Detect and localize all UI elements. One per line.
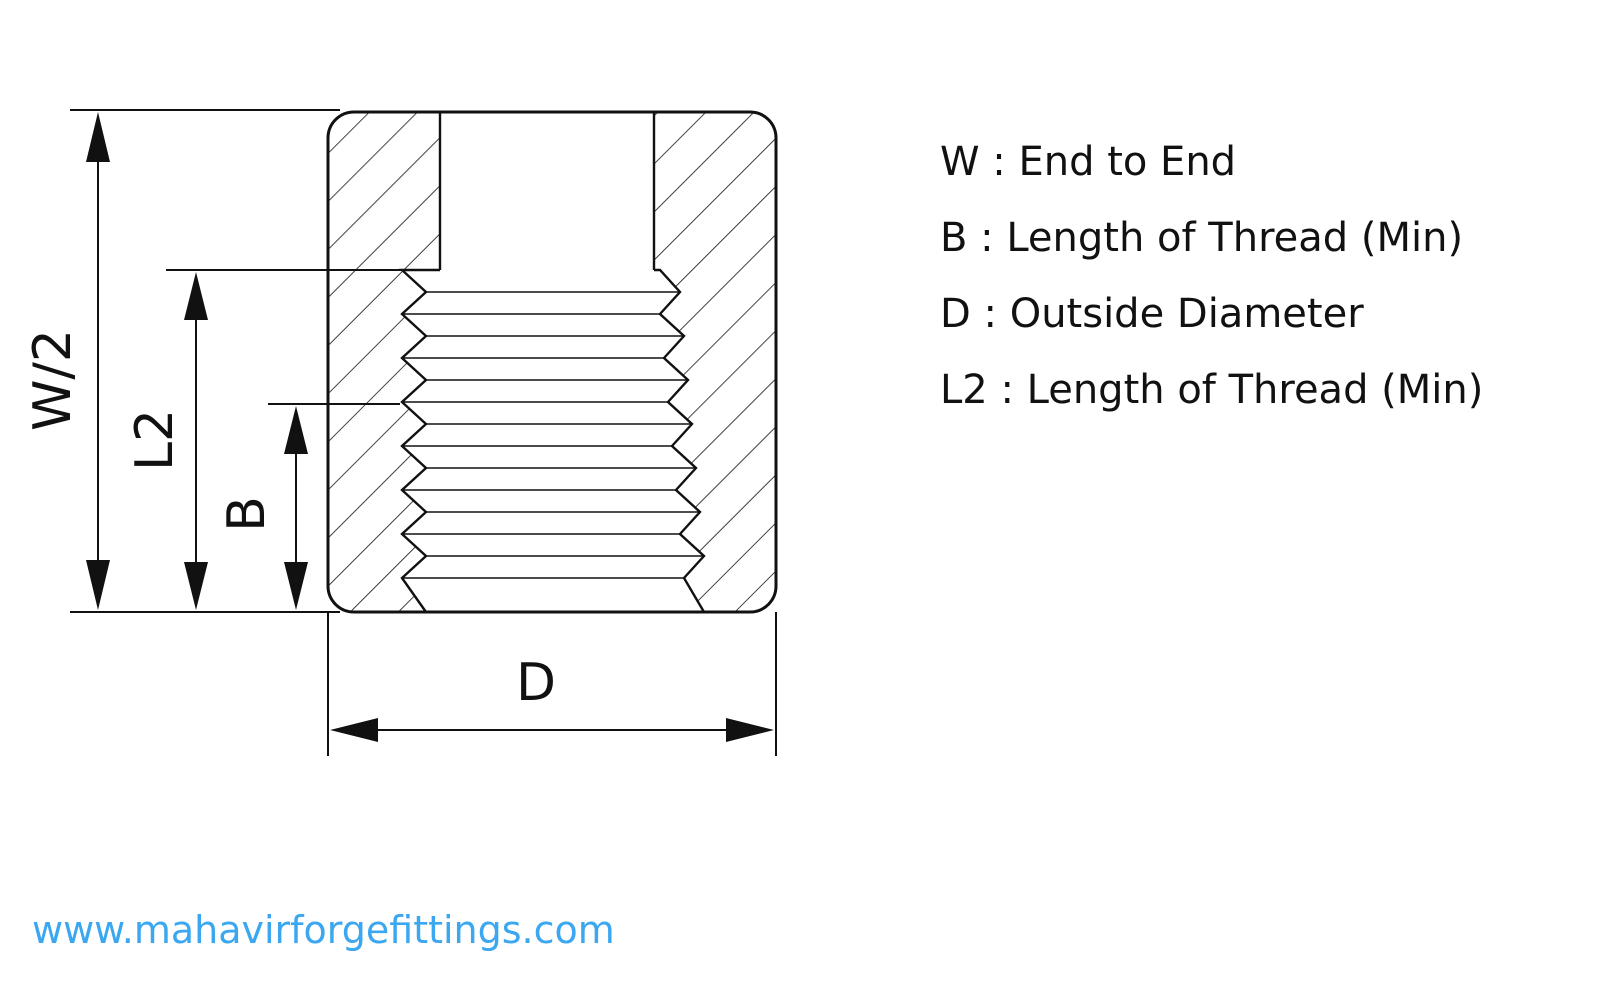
- extension-lines: [70, 109, 777, 756]
- label-d: D: [516, 653, 556, 713]
- dimension-l2: [184, 272, 208, 610]
- dimension-w-half: [86, 112, 110, 610]
- dimension-b: [284, 406, 308, 610]
- website-url: www.mahavirforgefittings.com: [32, 908, 615, 952]
- right-wall: [654, 112, 776, 612]
- dimension-legend: W : End to End B : Length of Thread (Min…: [940, 132, 1483, 436]
- fitting-body-outline: [326, 110, 778, 614]
- label-b: B: [217, 496, 277, 532]
- left-wall: [328, 112, 440, 612]
- legend-item-b: B : Length of Thread (Min): [940, 215, 1464, 261]
- dimension-d: [330, 718, 774, 742]
- legend-item-w: W : End to End: [940, 139, 1237, 185]
- thread-crest-lines: [402, 291, 704, 579]
- hatched-wall-section: [328, 112, 776, 612]
- legend-item-l2: L2 : Length of Thread (Min): [940, 367, 1484, 413]
- legend-item-d: D : Outside Diameter: [940, 291, 1364, 337]
- label-l2: L2: [125, 409, 185, 471]
- label-w-half: W/2: [23, 329, 83, 431]
